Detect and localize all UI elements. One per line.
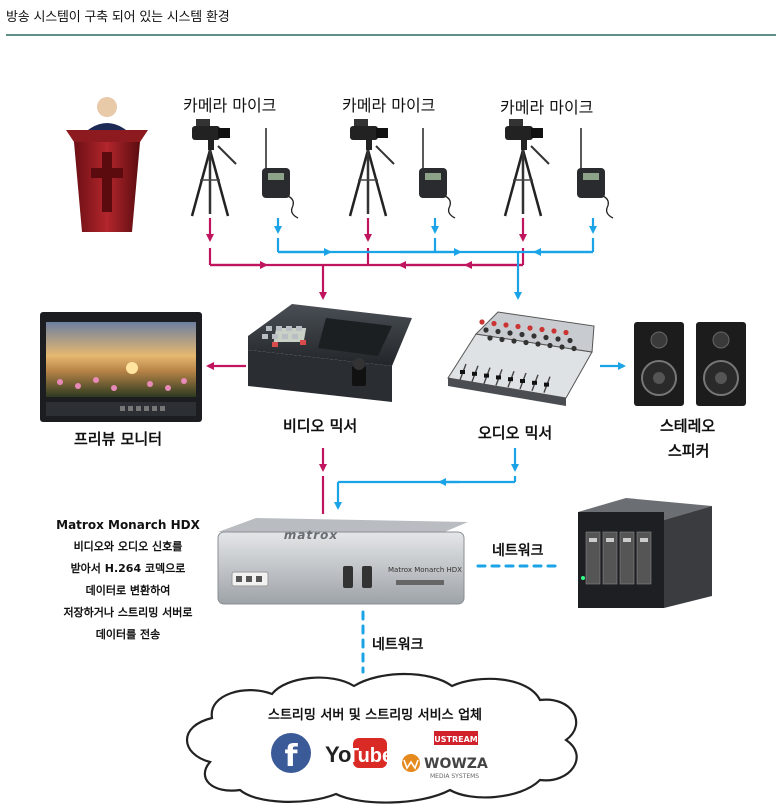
svg-text:MEDIA SYSTEMS: MEDIA SYSTEMS: [430, 773, 479, 780]
video-mixer-icon: [248, 304, 412, 402]
svg-text:f: f: [284, 739, 298, 774]
video-mixer-label: 비디오 믹서: [283, 417, 358, 435]
wireless-mic-icon: [262, 128, 299, 219]
page-title: 방송 시스템이 구축 되어 있는 시스템 환경: [6, 10, 230, 25]
monitor-icon: [40, 312, 202, 422]
camera-mic-label-2: 카메라 마이크: [342, 96, 436, 115]
preview-monitor-label: 프리뷰 모니터: [74, 430, 163, 448]
audio-mixer-icon: [447, 311, 595, 406]
encoder-model: Matrox Monarch HDX: [388, 566, 462, 574]
encoder-desc-line: 데이터로 변환하여: [85, 584, 171, 597]
video-camera-icon: [190, 119, 237, 217]
svg-text:WOWZA: WOWZA: [424, 756, 488, 772]
signal-lines-bottom: [319, 448, 519, 514]
podium-icon: [66, 97, 148, 232]
network-label-bottom: 네트워크: [372, 637, 424, 653]
audio-mixer-label: 오디오 믹서: [478, 424, 553, 442]
encoder-icon: [217, 518, 468, 605]
network-lines: [361, 564, 562, 674]
ustream-icon: USTREAM: [434, 731, 478, 745]
svg-text:USTREAM: USTREAM: [434, 735, 478, 744]
wireless-mic-icon: [419, 128, 456, 219]
wowza-icon: WOWZA MEDIA SYSTEMS: [402, 754, 488, 780]
encoder-brand: matrox: [282, 528, 340, 542]
encoder-desc-line: 비디오와 오디오 신호를: [73, 540, 183, 553]
encoder-desc-line: 데이터를 전송: [95, 628, 161, 641]
video-camera-icon: [348, 119, 395, 217]
title-divider: [6, 34, 776, 36]
speaker-label-line2: 스피커: [668, 442, 710, 460]
nas-icon: [578, 498, 712, 608]
speaker-icon: [634, 322, 746, 406]
signal-lines-top: [206, 218, 597, 300]
encoder-desc-line: Matrox Monarch HDX: [56, 518, 200, 532]
video-camera-icon: [503, 119, 550, 217]
svg-text:Tube: Tube: [347, 745, 393, 767]
wireless-mic-icon: [577, 128, 614, 219]
cloud-label: 스트리밍 서버 및 스트리밍 서비스 업체: [268, 708, 482, 723]
youtube-icon: You Tube: [325, 738, 393, 768]
encoder-desc-line: 받아서 H.264 코덱으로: [70, 562, 186, 575]
encoder-description: Matrox Monarch HDX 비디오와 오디오 신호를 받아서 H.26…: [40, 514, 216, 646]
facebook-icon: f: [271, 733, 311, 774]
camera-mic-label-1: 카메라 마이크: [183, 96, 277, 115]
network-label-right: 네트워크: [492, 543, 544, 559]
speaker-label-line1: 스테레오: [660, 417, 716, 435]
camera-mic-label-3: 카메라 마이크: [500, 98, 594, 117]
encoder-desc-line: 저장하거나 스트리밍 서버로: [63, 606, 193, 619]
